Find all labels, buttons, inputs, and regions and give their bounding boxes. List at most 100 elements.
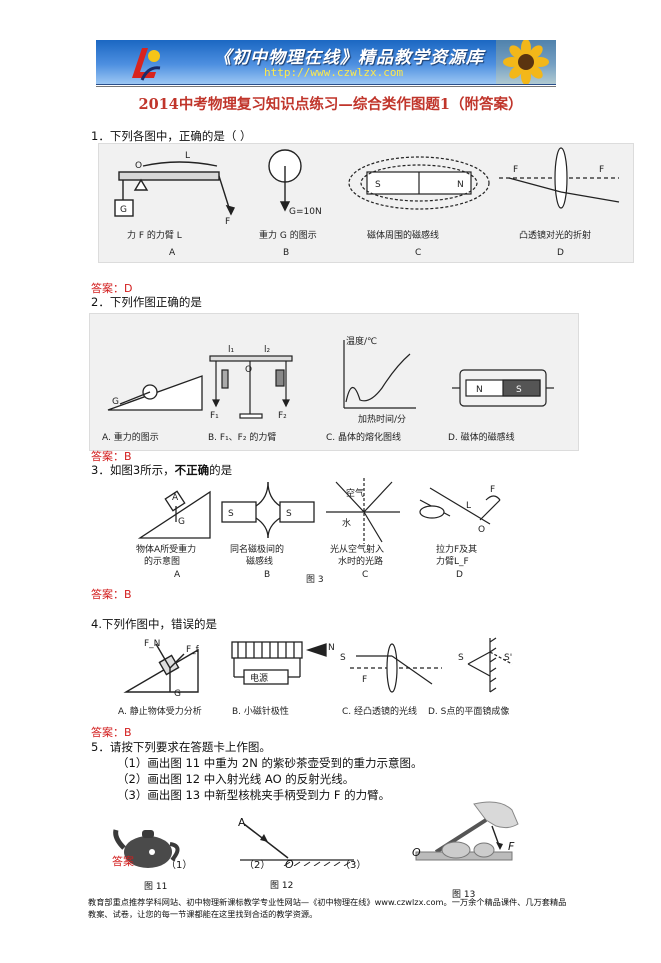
label-2d-s: S (516, 385, 522, 395)
label-3b-s2: S (286, 509, 292, 519)
caption-3a-2: 的示意图 (144, 555, 180, 567)
letter-3a: A (174, 570, 181, 580)
question-4-answer: 答案：B (91, 726, 132, 739)
question-5-item-1: （1）画出图 11 中重为 2N 的紫砂茶壶受到的重力示意图。 (117, 756, 423, 770)
nutcracker-image (415, 801, 519, 861)
figure-1b-ball (268, 149, 302, 212)
figure-3-label: 图 3 (306, 574, 324, 585)
label-4a-g: G (174, 689, 181, 699)
caption-2c: C. 晶体的熔化图线 (326, 431, 401, 443)
figure-1d-lens (499, 147, 620, 209)
q5-marker-2: （2） (244, 860, 271, 871)
figure-4d-mirror (467, 637, 513, 693)
label-1c-s: S (375, 180, 381, 190)
caption-2a: A. 重力的图示 (102, 431, 159, 443)
label-3c-water: 水 (342, 517, 351, 529)
caption-2d: D. 磁体的磁感线 (448, 431, 515, 443)
label-2a-g: G (112, 397, 119, 407)
question-3-suffix: 的是 (209, 463, 233, 477)
figure-4c-lens (350, 643, 442, 693)
label-1a-f: F (225, 217, 230, 227)
question-5-text: 5．请按下列要求在答题卡上作图。 (91, 740, 271, 754)
label-1c-n: N (457, 180, 464, 190)
label-2b-f1: F₁ (210, 411, 219, 421)
label-4b-n: N (328, 643, 335, 653)
figure-4a-forces (123, 643, 199, 693)
letter-3b: B (264, 570, 270, 580)
caption-4d: D. S点的平面镜成像 (428, 705, 509, 717)
footer-text: 教育部重点推荐学科网站、初中物理新课标教学专业性网站—《初中物理在线》www.c… (88, 897, 567, 919)
figure-3b-poles (221, 481, 315, 539)
figure-3a-incline (137, 490, 211, 539)
figure-2a-incline (107, 375, 203, 411)
letter-1d: D (557, 248, 564, 258)
figure-11-label: 图 11 (144, 882, 168, 892)
question-3-emphasis: 不正确 (174, 463, 210, 477)
letter-3d: D (456, 570, 463, 580)
figure-3d-lever (419, 487, 501, 525)
figure-4b-coil (231, 641, 327, 685)
question-1-text: 1．下列各图中，正确的是（ ） (91, 129, 252, 143)
label-4b-s: S (340, 653, 346, 663)
page-title: 2014中考物理复习知识点练习—综合类作图题1（附答案） (138, 96, 523, 113)
label-3d-l: L (466, 501, 471, 511)
caption-1c: 磁体周围的磁感线 (367, 229, 439, 241)
label-3b-s1: S (228, 509, 234, 519)
question-4-text: 4.下列作图中，错误的是 (91, 617, 217, 631)
label-3d-f: F (490, 485, 495, 495)
caption-4b: B. 小磁针极性 (232, 705, 289, 717)
banner-title: 《初中物理在线》精品教学资源库 (214, 48, 484, 68)
label-4c-f: F (362, 675, 367, 685)
letter-1c: C (415, 248, 421, 258)
label-1b-g: G=10N (289, 207, 322, 217)
caption-3d-1: 拉力F及其 (436, 543, 477, 555)
label-1a-o: O (135, 161, 142, 171)
figure-3c-refraction (326, 478, 400, 544)
question-5-item-3: （3）画出图 13 中新型核桃夹手柄受到力 F 的力臂。 (117, 788, 391, 802)
label-o-point: O (285, 858, 294, 871)
label-2c-x: 加热时间/分 (358, 413, 406, 425)
caption-1b: 重力 G 的图示 (259, 229, 317, 241)
label-1a-l: L (185, 151, 190, 161)
question-2-answer: 答案：B (91, 450, 132, 463)
letter-3c: C (362, 570, 368, 580)
figure-2b-balance (209, 355, 293, 419)
sunflower-icon (496, 40, 556, 84)
caption-3c-2: 水时的光路 (338, 555, 383, 567)
label-4d-s-image: S' (504, 653, 512, 663)
q5-marker-3: （3） (340, 860, 367, 871)
label-3c-air: 空气 (346, 487, 364, 499)
letter-1a: A (169, 248, 176, 258)
banner-url[interactable]: http://www.czwlzx.com (264, 66, 404, 79)
label-3d-o: O (478, 525, 485, 535)
caption-3a-1: 物体A所受重力 (136, 543, 196, 555)
figure-1c-magnet (348, 156, 490, 210)
figure-12-label: 图 12 (270, 881, 294, 891)
q5-marker-1: （1） (166, 860, 193, 871)
label-4a-ff: F_f (186, 645, 200, 655)
label-3a-g: G (178, 517, 185, 527)
letter-1b: B (283, 248, 289, 258)
question-1-answer: 答案：D (91, 282, 133, 295)
figure-13-label: 图 13 (452, 890, 476, 900)
label-1d-f2: F (599, 165, 604, 175)
label-1a-g: G (120, 205, 127, 215)
caption-3d-2: 力臂L_F (436, 555, 469, 567)
label-o-pivot: O (412, 846, 421, 859)
question-3-text: 3．如图3所示，不正确的是 (91, 462, 232, 478)
caption-3c-1: 光从空气射入 (330, 543, 384, 555)
question-5-item-2: （2）画出图 12 中入射光线 AO 的反射光线。 (117, 772, 355, 786)
label-2b-l2: l₂ (264, 345, 271, 355)
q5-answer-fragment: 答案 (112, 855, 134, 868)
question-1-figure: O L G F 力 F 的力臂 L A G=10N 重力 G 的图示 B S N… (98, 143, 634, 263)
label-f-force: F (508, 840, 515, 853)
label-1d-f1: F (513, 165, 518, 175)
caption-4c: C. 经凸透镜的光线 (342, 705, 417, 717)
label-2b-l1: l₁ (228, 345, 235, 355)
label-2b-o: O (245, 365, 252, 375)
label-a-point: A (238, 816, 246, 829)
figure-2c-melting-curve (343, 340, 416, 409)
caption-3b-2: 磁感线 (246, 555, 273, 567)
header-divider (96, 86, 556, 87)
caption-1d: 凸透镜对光的折射 (519, 229, 591, 241)
